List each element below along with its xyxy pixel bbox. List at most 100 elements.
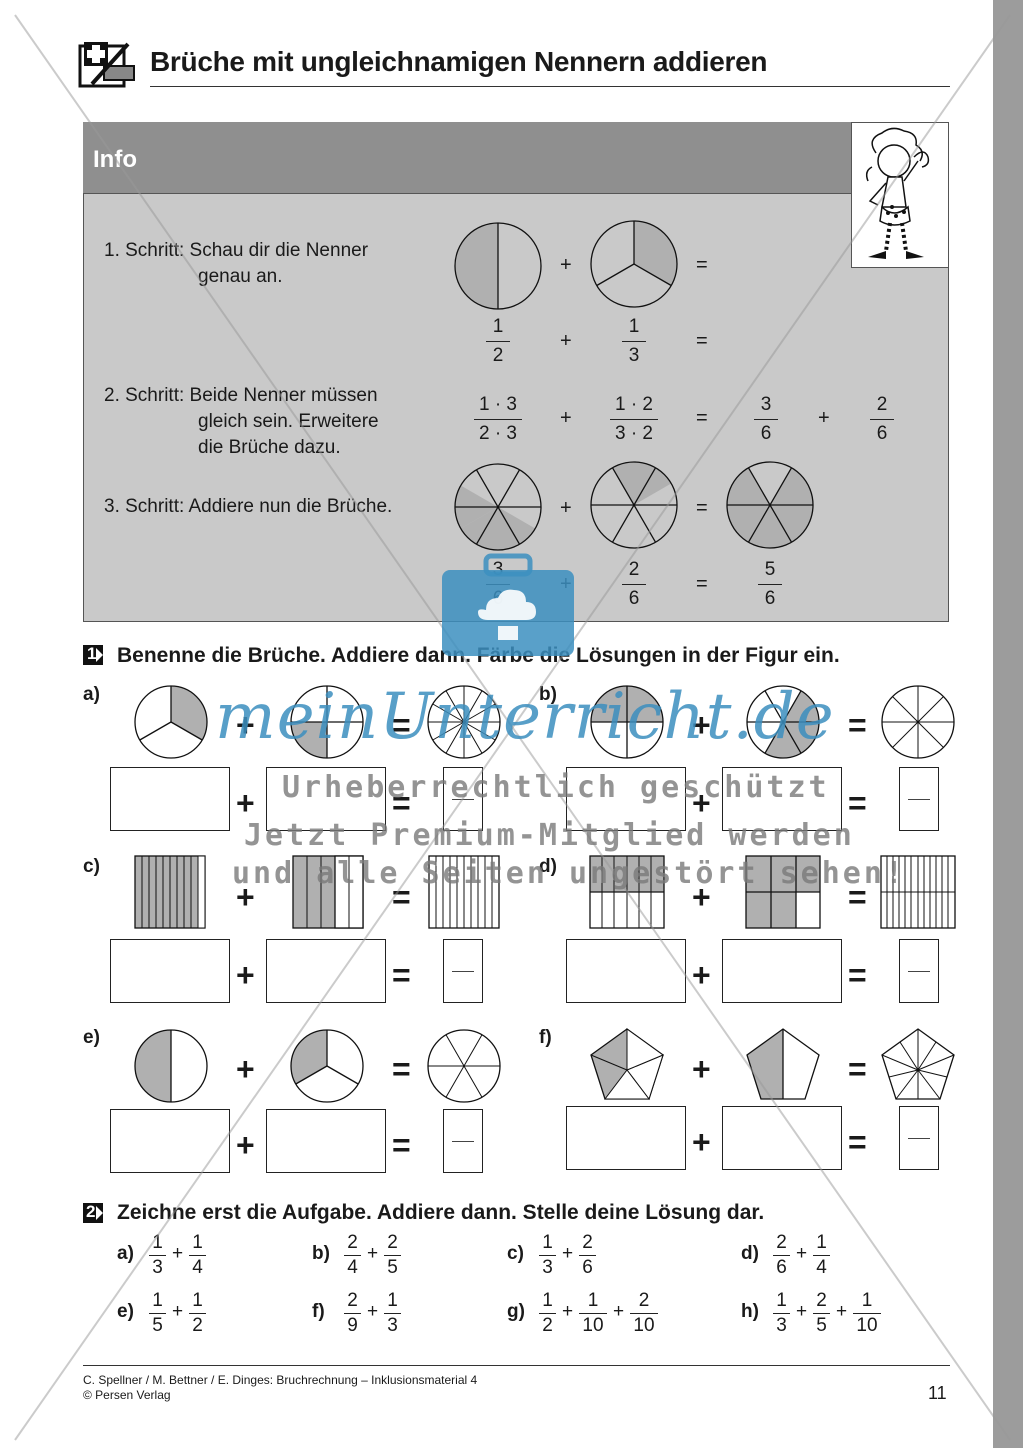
- result-box-e[interactable]: [443, 1109, 483, 1173]
- plus-sign: +: [560, 254, 572, 276]
- answer-box-f1[interactable]: [566, 1106, 686, 1170]
- numerator: 1 · 2: [614, 394, 654, 415]
- denominator: 6: [876, 423, 888, 444]
- plus-sign: +: [236, 1127, 255, 1163]
- step2-text: 2. Schritt: Beide Nenner müssen: [104, 385, 378, 406]
- numerator: 2: [876, 394, 888, 415]
- footer-credit: C. Spellner / M. Bettner / E. Dinges: Br…: [83, 1373, 478, 1387]
- numerator: 1: [776, 1290, 787, 1311]
- label-f: f): [539, 1027, 552, 1048]
- answer-box-e1[interactable]: [110, 1109, 230, 1173]
- result-box-b[interactable]: [899, 767, 939, 831]
- denominator: 6: [776, 1257, 787, 1278]
- numerator: 1: [542, 1232, 553, 1253]
- task2-instruction: Zeichne erst die Aufgabe. Addiere dann. …: [117, 1201, 765, 1224]
- plus-sign: +: [560, 330, 572, 352]
- label-c: c): [83, 856, 100, 877]
- plus-sign: +: [560, 497, 572, 519]
- numerator: 2: [387, 1232, 398, 1253]
- three-sixths-circle: [454, 463, 542, 551]
- watermark-brand: meinUnterricht.de: [215, 680, 835, 754]
- equals-sign: =: [696, 573, 708, 595]
- answer-box-d2[interactable]: [722, 939, 842, 1003]
- numerator: 2: [776, 1232, 787, 1253]
- denominator: 10: [582, 1315, 604, 1336]
- plus-sign: +: [236, 1051, 255, 1087]
- label-e: e): [83, 1027, 100, 1048]
- denominator: 3 · 2: [614, 423, 654, 444]
- equals-sign: =: [392, 1127, 411, 1163]
- page-edge-bar: [993, 0, 1023, 1448]
- plus-sign: +: [613, 1301, 625, 1322]
- answer-box-d1[interactable]: [566, 939, 686, 1003]
- denominator: 5: [387, 1257, 398, 1278]
- page-title: Brüche mit ungleichnamigen Nennern addie…: [150, 46, 768, 77]
- plus-sign: +: [560, 407, 572, 429]
- numerator: 1: [192, 1290, 203, 1311]
- denominator: 4: [192, 1257, 203, 1278]
- half-circle-figure: [454, 222, 542, 310]
- answer-box-f2[interactable]: [722, 1106, 842, 1170]
- equals-sign: =: [696, 330, 708, 352]
- equals-sign: =: [696, 254, 708, 276]
- exercise-label: b): [312, 1243, 330, 1264]
- fraction-expanded-third: 1 · 2 3 · 2: [610, 392, 658, 447]
- numerator: 1: [492, 316, 504, 337]
- pentagon-fifths-f: [590, 1028, 665, 1101]
- numerator: 2: [628, 559, 640, 580]
- result-box-d[interactable]: [899, 939, 939, 1003]
- plus-sign: +: [236, 957, 255, 993]
- plus-sign: +: [692, 1124, 711, 1160]
- plus-sign: +: [172, 1301, 184, 1322]
- two-sixths-circle: [590, 461, 678, 549]
- footer-publisher: © Persen Verlag: [83, 1388, 171, 1402]
- footer-rule: [83, 1365, 950, 1366]
- circle-thirds-a: [134, 685, 208, 759]
- circle-eighths-b: [881, 685, 955, 759]
- result-box-c[interactable]: [443, 939, 483, 1003]
- equals-sign: =: [696, 407, 708, 429]
- circle-third-e: [290, 1029, 364, 1103]
- denominator: 9: [347, 1315, 358, 1336]
- step1-text-cont: genau an.: [198, 266, 283, 287]
- result-box-f[interactable]: [899, 1106, 939, 1170]
- task-number-2: 2: [86, 1202, 96, 1221]
- numerator: 1: [816, 1232, 827, 1253]
- numerator: 1: [587, 1290, 599, 1311]
- watermark-line2: Jetzt Premium-Mitglied werden: [244, 818, 855, 853]
- info-heading: Info: [93, 146, 137, 173]
- answer-box-c1[interactable]: [110, 939, 230, 1003]
- answer-box-a1[interactable]: [110, 767, 230, 831]
- denominator: 6: [628, 588, 640, 609]
- numerator: 1: [628, 316, 640, 337]
- answer-box-c2[interactable]: [266, 939, 386, 1003]
- equals-sign: =: [848, 785, 867, 821]
- denominator: 3: [542, 1257, 553, 1278]
- denominator: 2: [192, 1315, 203, 1336]
- denominator: 2: [542, 1315, 553, 1336]
- plus-sign: +: [836, 1301, 848, 1322]
- circle-sixths-result-e: [427, 1029, 501, 1103]
- equals-sign: =: [848, 1124, 867, 1160]
- numerator: 2: [582, 1232, 593, 1253]
- title-underline: [150, 86, 950, 87]
- denominator: 3: [776, 1315, 787, 1336]
- numerator: 1: [152, 1232, 163, 1253]
- denominator: 6: [582, 1257, 593, 1278]
- answer-box-e2[interactable]: [266, 1109, 386, 1173]
- step2-text-cont2: die Brüche dazu.: [198, 437, 341, 458]
- page-number: 11: [928, 1383, 947, 1403]
